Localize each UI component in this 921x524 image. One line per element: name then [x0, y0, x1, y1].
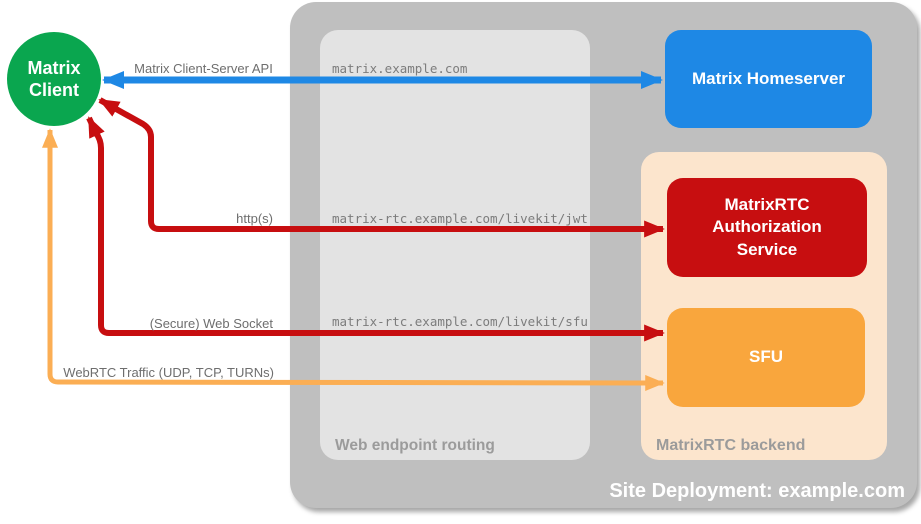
http-arrow-label: http(s): [236, 211, 273, 226]
client-server-api-arrow-label: Matrix Client-Server API: [134, 61, 273, 76]
sfu-label: SFU: [749, 347, 783, 367]
matrix-homeserver-label: Matrix Homeserver: [691, 68, 846, 88]
matrixrtc-authorization-service-node: MatrixRTC Authorization Service: [667, 178, 867, 277]
endpoint-livekit-jwt: matrix-rtc.example.com/livekit/jwt: [332, 211, 588, 226]
matrix-client-label-line2: Client: [28, 80, 79, 100]
site-deployment-title: Site Deployment: example.com: [609, 480, 905, 502]
matrix-client-node: Matrix Client: [7, 32, 101, 126]
websocket-arrow-label: (Secure) Web Socket: [149, 316, 273, 331]
sfu-node: SFU: [667, 308, 865, 407]
endpoint-livekit-sfu: matrix-rtc.example.com/livekit/sfu: [332, 314, 588, 329]
web-endpoint-routing-zone: [320, 30, 590, 460]
web-endpoint-routing-title: Web endpoint routing: [335, 437, 495, 454]
webrtc-traffic-arrow-label: WebRTC Traffic (UDP, TCP, TURNs): [63, 365, 274, 380]
matrixrtc-backend-title: MatrixRTC backend: [656, 437, 806, 454]
endpoint-matrix-example-com: matrix.example.com: [332, 61, 468, 76]
matrixrtc-authorization-service-label: MatrixRTC Authorization Service: [712, 195, 822, 259]
matrix-client-label-line1: Matrix: [27, 57, 81, 78]
matrix-homeserver-node: Matrix Homeserver: [665, 30, 872, 128]
